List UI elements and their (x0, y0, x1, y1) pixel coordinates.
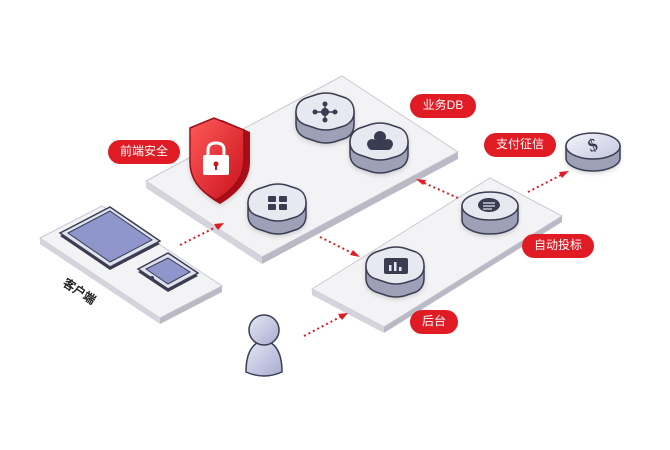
tag-payment-credit: 支付征信 (484, 133, 556, 157)
grid-icon (268, 196, 287, 210)
tag-payment-credit-label: 支付征信 (496, 137, 544, 151)
tag-auto-bidding-label: 自动投标 (534, 237, 582, 252)
arrow-backend-to-payment (527, 173, 564, 193)
chat-list-icon (478, 198, 500, 212)
tag-backend: 后台 (410, 310, 458, 334)
tag-business-db: 业务DB (410, 94, 476, 118)
user-icon (245, 314, 283, 377)
arrow-heads (214, 171, 569, 320)
cloud-group-icon (367, 131, 393, 150)
main-platform (145, 75, 459, 264)
client-label: 客户端 (60, 274, 99, 307)
tag-frontend-security: 前端安全 (108, 140, 180, 164)
tablet-icon (58, 206, 162, 270)
arrow-client-to-main (179, 225, 219, 246)
network-node-icon (312, 101, 338, 123)
phone-icon (136, 252, 200, 292)
dollar-coin-block (565, 132, 621, 172)
grid-block (247, 183, 307, 235)
bar-chart-icon (384, 258, 408, 274)
tag-auto-bidding: 自动投标 (522, 234, 594, 258)
arrow-backend-to-main (421, 181, 459, 199)
lock-shield-icon (189, 117, 250, 204)
tag-backend-label: 后台 (422, 313, 446, 328)
arrow-user-to-backend (303, 315, 343, 337)
tag-frontend-security-label: 前端安全 (120, 143, 168, 158)
arrow-main-to-backend (319, 236, 355, 255)
tag-business-db-label: 业务DB (423, 97, 464, 112)
flow-arrows (179, 173, 564, 337)
